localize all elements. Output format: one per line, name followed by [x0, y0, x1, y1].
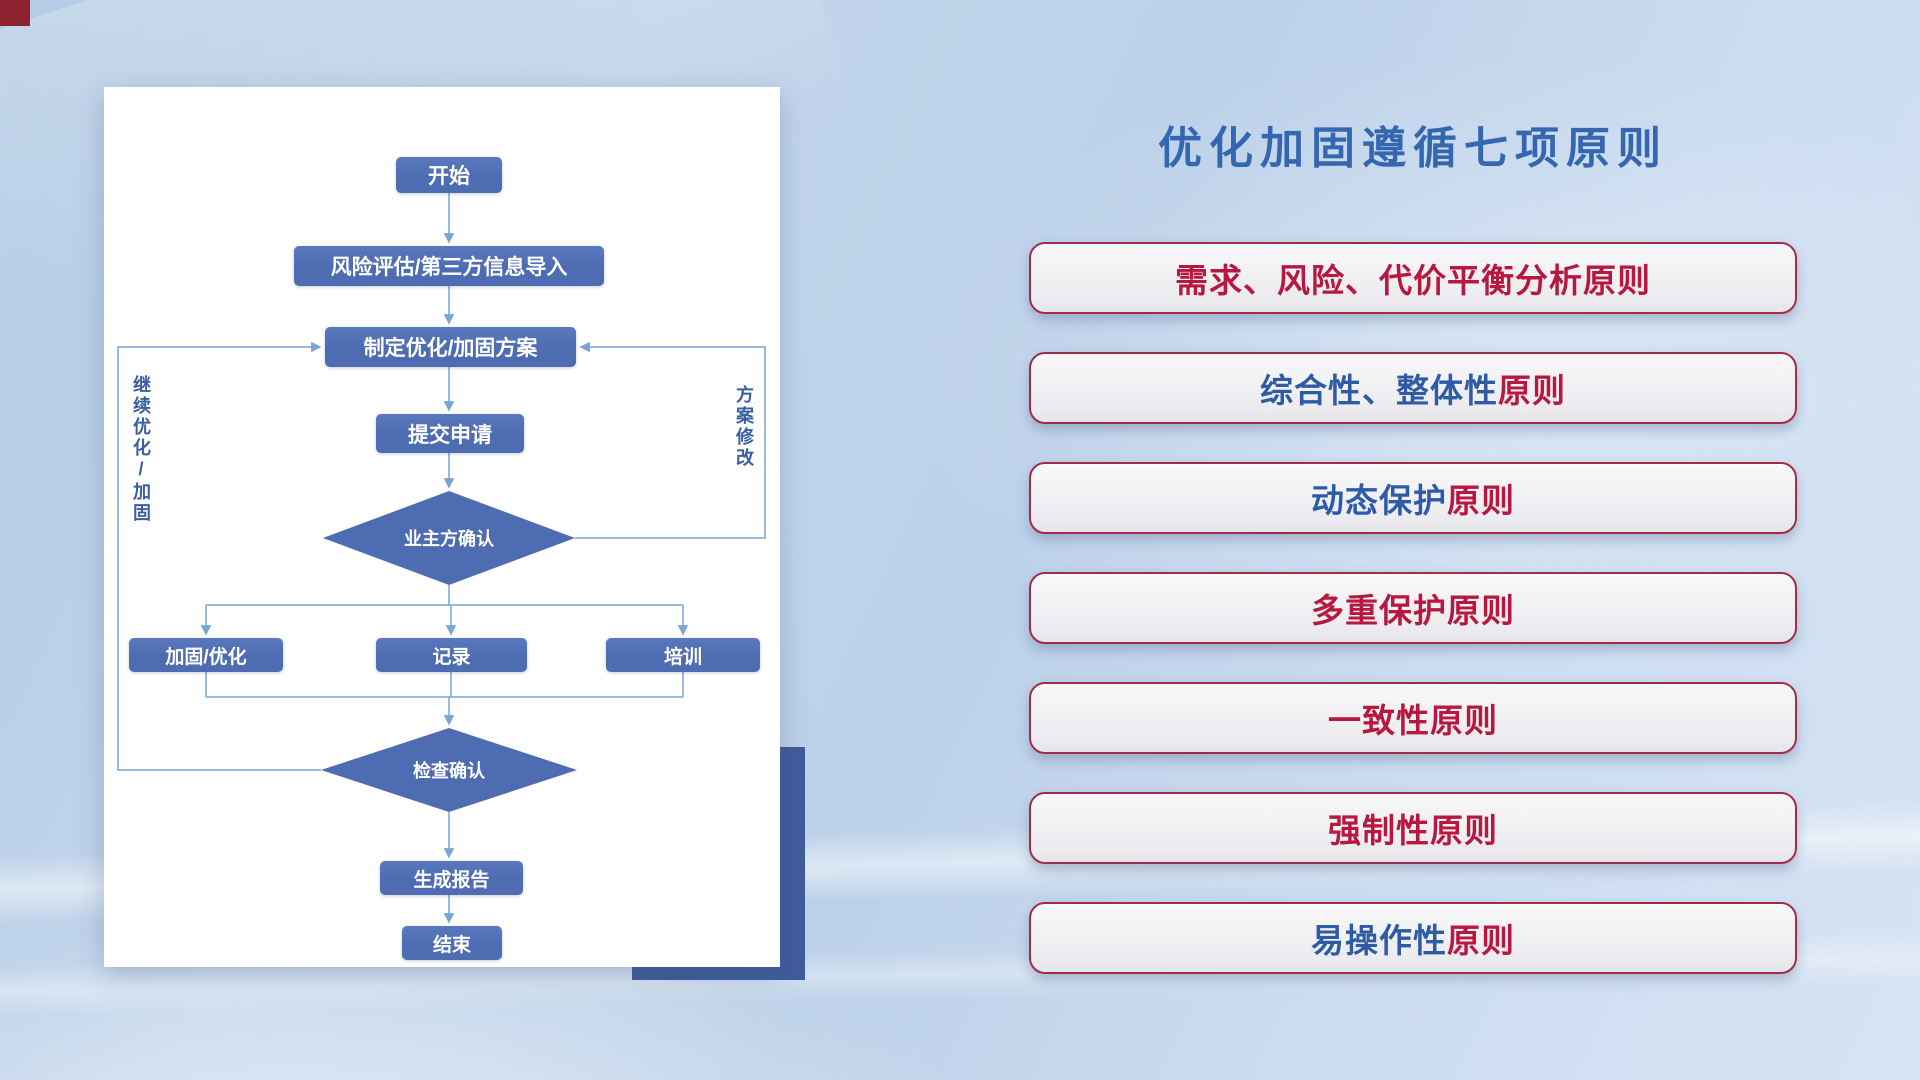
- corner-accent-block: [0, 0, 30, 26]
- principle-card-3: 动态保护原则: [1029, 462, 1797, 534]
- principle-card-2: 综合性、整体性原则: [1029, 352, 1797, 424]
- flow-node-training: 培训: [606, 638, 760, 672]
- principle-card-6: 强制性原则: [1029, 792, 1797, 864]
- flow-node-reinforce-optimize: 加固/优化: [129, 638, 283, 672]
- principle-text-part2: 原则: [1447, 922, 1515, 959]
- flow-node-submit-request: 提交申请: [376, 414, 524, 453]
- flow-node-make-plan: 制定优化/加固方案: [325, 327, 576, 367]
- principle-card-5: 一致性原则: [1029, 682, 1797, 754]
- principle-text-part1: 一致性原则: [1328, 702, 1498, 739]
- flow-label-revise-loop: 方案修改: [734, 385, 754, 469]
- principle-card-7: 易操作性原则: [1029, 902, 1797, 974]
- principle-text-part2: 原则: [1498, 372, 1566, 409]
- principle-text-part1: 易操作性: [1311, 922, 1447, 959]
- flow-node-risk-assessment: 风险评估/第三方信息导入: [294, 246, 604, 286]
- principle-text-part1: 强制性原则: [1328, 812, 1498, 849]
- principle-text-part1: 动态保护: [1311, 482, 1447, 519]
- principles-list: 需求、风险、代价平衡分析原则 综合性、整体性原则 动态保护原则 多重保护原则 一…: [1029, 242, 1797, 974]
- principle-text-part1: 综合性、整体性: [1260, 372, 1498, 409]
- flow-node-start: 开始: [396, 157, 502, 193]
- flow-node-generate-report: 生成报告: [380, 861, 523, 895]
- flow-node-record: 记录: [376, 638, 527, 672]
- flowchart-panel: 开始 风险评估/第三方信息导入 制定优化/加固方案 提交申请 业主方确认 加固/…: [104, 87, 780, 967]
- flowchart-connectors: [117, 193, 766, 924]
- principle-text-part1: 多重保护原则: [1311, 592, 1515, 629]
- flow-label-continue-loop: 继续优化/加固: [131, 375, 151, 524]
- principle-card-4: 多重保护原则: [1029, 572, 1797, 644]
- principle-text-part2: 原则: [1447, 482, 1515, 519]
- principle-text-part1: 需求、风险、代价平衡分析原则: [1175, 262, 1651, 299]
- page-title: 优化加固遵循七项原则: [1158, 124, 1668, 173]
- principle-card-1: 需求、风险、代价平衡分析原则: [1029, 242, 1797, 314]
- flow-node-end: 结束: [402, 926, 502, 960]
